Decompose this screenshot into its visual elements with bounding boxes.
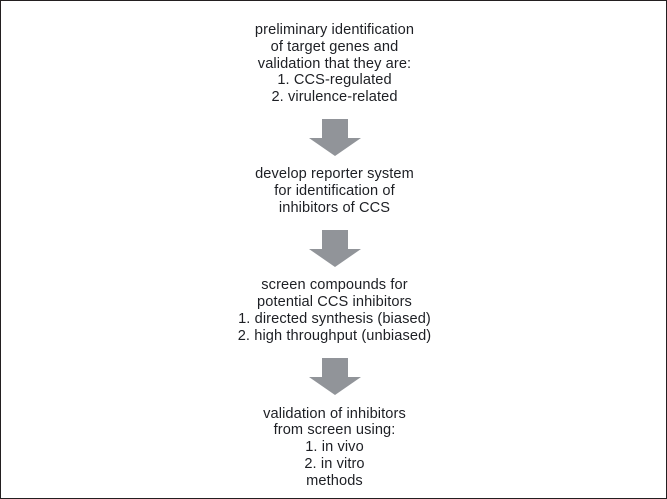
flow-step-line: 2. high throughput (unbiased)	[237, 327, 432, 344]
flow-step-line: potential CCS inhibitors	[257, 294, 412, 311]
flow-step-screen-compounds: screen compounds for potential CCS inhib…	[238, 277, 432, 344]
flow-step-line: from screen using:	[273, 422, 396, 439]
flow-step-line: for identification of	[274, 182, 395, 199]
flow-step-line: of target genes and	[270, 38, 399, 55]
flow-step-line: inhibitors of CCS	[278, 199, 391, 216]
flow-step-line: 2. in vitro	[304, 455, 365, 472]
flow-step-preliminary-identification: preliminary identification of target gen…	[255, 22, 414, 106]
down-arrow-icon	[308, 118, 361, 156]
flow-step-validation-of-inhibitors: validation of inhibitors from screen usi…	[263, 406, 406, 490]
flow-step-line: 1. directed synthesis (biased)	[238, 310, 431, 327]
flow-step-line: develop reporter system	[255, 165, 414, 182]
down-arrow-icon	[308, 230, 361, 268]
flow-step-line: screen compounds for	[261, 277, 408, 294]
flow-step-develop-reporter-system: develop reporter system for identificati…	[255, 166, 414, 216]
flow-step-line: 2. virulence-related	[271, 89, 398, 106]
flow-step-line: methods	[306, 472, 363, 489]
flow-step-line: validation of inhibitors	[263, 405, 406, 422]
flow-step-line: 1. CCS-regulated	[277, 72, 392, 89]
flow-step-line: validation that they are:	[257, 55, 412, 72]
down-arrow-icon	[308, 357, 361, 395]
flow-step-line: preliminary identification	[254, 22, 415, 38]
flow-step-line: 1. in vivo	[305, 439, 364, 456]
